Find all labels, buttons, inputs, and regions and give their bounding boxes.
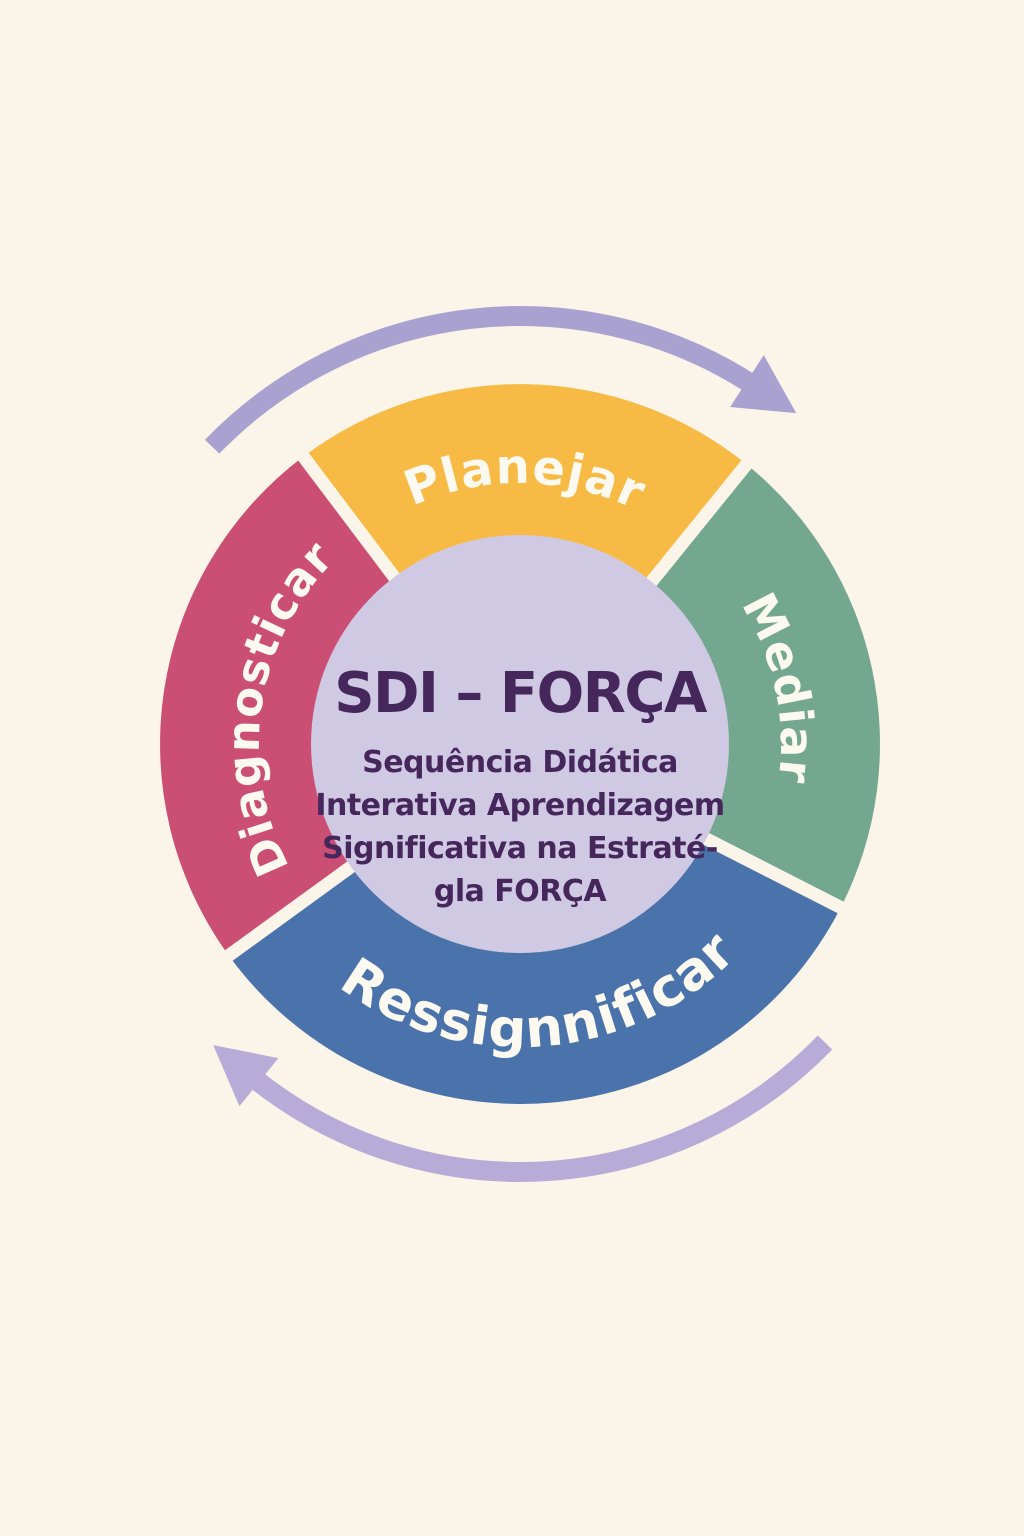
diagram-subtitle-line: Interativa Aprendizagem	[315, 788, 724, 823]
center-circle	[311, 535, 729, 953]
cycle-arrows	[204, 306, 833, 1182]
center-text: SDI – FORÇA Sequência Didática Interativ…	[315, 661, 725, 909]
diagram-subtitle-line: Sequência Didática	[362, 745, 678, 780]
cycle-arrow-top	[204, 306, 797, 454]
diagram-title: SDI – FORÇA	[334, 661, 708, 726]
diagram-subtitle-line: Significativa na Estraté-	[322, 831, 718, 866]
cycle-arrow-bottom	[213, 1035, 833, 1182]
diagram-subtitle-line: gla FORÇA	[434, 874, 608, 909]
